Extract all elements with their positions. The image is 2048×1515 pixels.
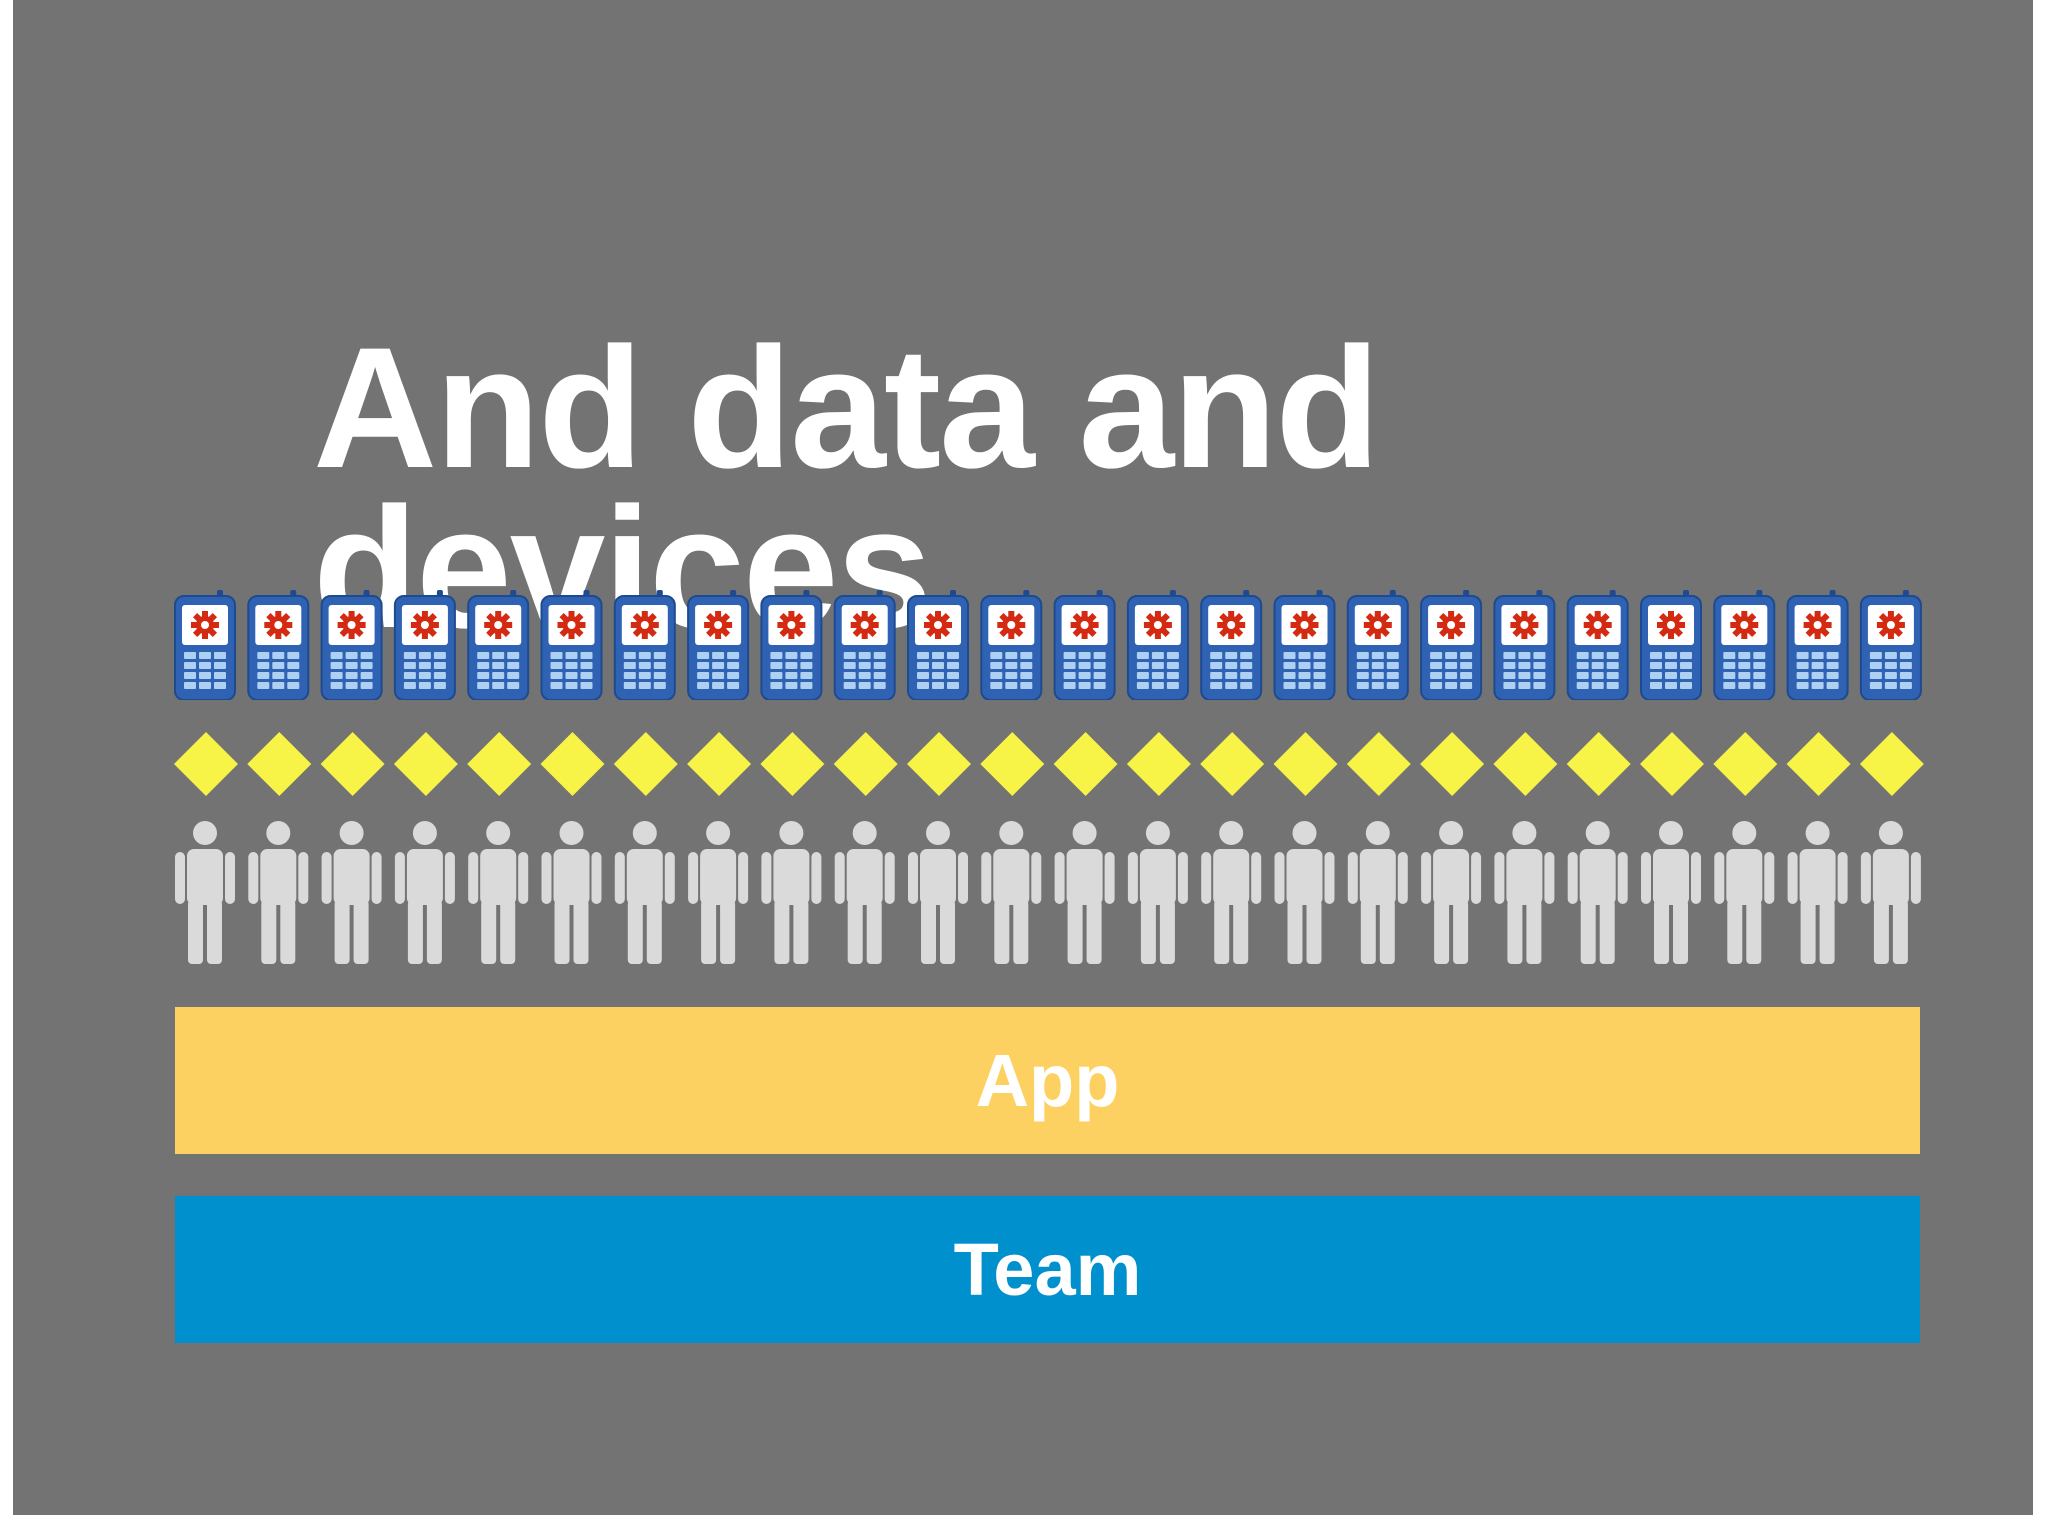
data-diamond-icon	[393, 732, 458, 796]
person-icon	[1054, 821, 1115, 964]
mobile-phone-with-gear-icon	[760, 590, 823, 700]
data-diamond-icon	[687, 732, 752, 796]
data-diamond-icon	[1126, 732, 1191, 796]
mobile-phone-with-gear-icon	[1566, 590, 1629, 700]
person-icon	[541, 821, 602, 964]
data-diamond-icon	[174, 732, 238, 796]
mobile-phone-with-gear-icon	[1420, 590, 1483, 700]
data-diamond-icon	[1346, 732, 1411, 796]
mobile-phone-with-gear-icon	[1859, 590, 1922, 700]
mobile-phone-with-gear-icon	[613, 590, 676, 700]
data-diamond-icon	[613, 732, 678, 796]
diamonds-row	[173, 730, 1933, 798]
person-icon	[908, 821, 968, 964]
data-diamond-icon	[1053, 732, 1118, 796]
slide: And data and devices App Team	[13, 0, 2033, 1515]
mobile-phone-with-gear-icon	[1713, 590, 1776, 700]
mobile-phone-with-gear-icon	[467, 590, 530, 700]
app-bar: App	[175, 1007, 1920, 1154]
mobile-phone-with-gear-icon	[1053, 590, 1116, 700]
mobile-phone-with-gear-icon	[1493, 590, 1556, 700]
team-bar-label: Team	[953, 1228, 1142, 1311]
mobile-phone-with-gear-icon	[1640, 590, 1702, 700]
mobile-phone-with-gear-icon	[540, 590, 603, 700]
person-icon	[1641, 821, 1701, 964]
mobile-phone-with-gear-icon	[1273, 590, 1336, 700]
slide-title: And data and devices	[313, 312, 1380, 664]
data-diamond-icon	[1420, 732, 1485, 796]
app-bar-label: App	[975, 1039, 1120, 1122]
person-icon	[1274, 821, 1335, 964]
person-icon	[1494, 821, 1555, 964]
people-group	[175, 821, 1921, 964]
person-icon	[1567, 821, 1628, 964]
data-diamond-icon	[1713, 732, 1778, 796]
mobile-phone-with-gear-icon	[320, 590, 383, 700]
person-icon	[1714, 821, 1775, 964]
data-diamond-icon	[1200, 732, 1265, 796]
data-diamond-icon	[1493, 732, 1558, 796]
diamonds-group	[174, 732, 1924, 796]
data-diamond-icon	[1566, 732, 1631, 796]
data-diamond-icon	[980, 732, 1045, 796]
data-diamond-icon	[907, 732, 971, 796]
mobile-phone-with-gear-icon	[1346, 590, 1409, 700]
person-icon	[1201, 821, 1262, 964]
team-bar: Team	[175, 1196, 1920, 1343]
data-diamond-icon	[320, 732, 385, 796]
person-icon	[394, 821, 455, 964]
mobile-phone-with-gear-icon	[907, 590, 969, 700]
mobile-phone-with-gear-icon	[687, 590, 750, 700]
person-icon	[1860, 821, 1921, 964]
mobile-phone-with-gear-icon	[833, 590, 896, 700]
person-icon	[1347, 821, 1408, 964]
data-diamond-icon	[467, 732, 532, 796]
mobile-phone-with-gear-icon	[980, 590, 1043, 700]
person-icon	[614, 821, 675, 964]
person-icon	[761, 821, 822, 964]
person-icon	[321, 821, 382, 964]
person-icon	[1127, 821, 1188, 964]
data-diamond-icon	[1786, 732, 1851, 796]
data-diamond-icon	[1273, 732, 1338, 796]
person-icon	[1787, 821, 1848, 964]
person-icon	[834, 821, 895, 964]
data-diamond-icon	[833, 732, 898, 796]
data-diamond-icon	[760, 732, 825, 796]
data-diamond-icon	[540, 732, 605, 796]
data-diamond-icon	[247, 732, 312, 796]
data-diamond-icon	[1640, 732, 1704, 796]
data-diamond-icon	[1859, 732, 1924, 796]
person-icon	[1421, 821, 1482, 964]
mobile-phone-with-gear-icon	[1126, 590, 1189, 700]
person-icon	[981, 821, 1042, 964]
mobile-phone-with-gear-icon	[247, 590, 310, 700]
mobile-phone-with-gear-icon	[1200, 590, 1263, 700]
person-icon	[688, 821, 749, 964]
mobile-phone-with-gear-icon	[174, 590, 236, 700]
phones-row	[173, 590, 1933, 700]
mobile-phone-with-gear-icon	[393, 590, 456, 700]
person-icon	[248, 821, 309, 964]
phones-group	[174, 590, 1922, 700]
person-icon	[175, 821, 235, 964]
person-icon	[468, 821, 529, 964]
people-row	[173, 820, 1933, 965]
mobile-phone-with-gear-icon	[1786, 590, 1849, 700]
